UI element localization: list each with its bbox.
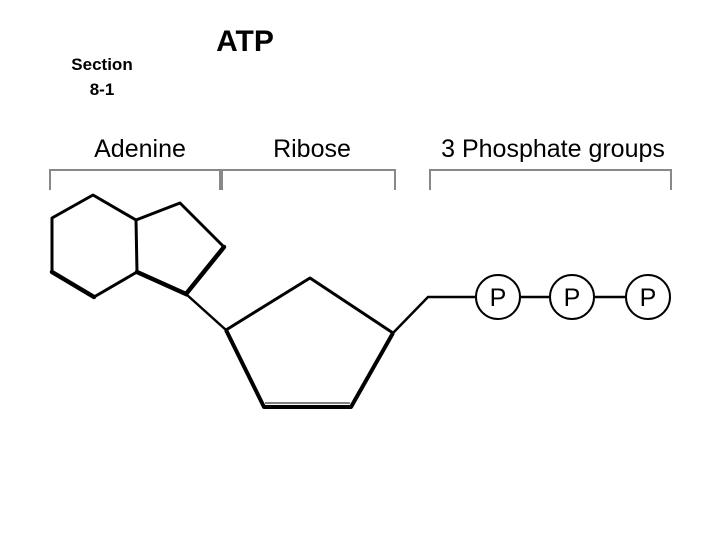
adenine-label: Adenine xyxy=(94,135,186,163)
section-label-line2: 8-1 xyxy=(89,80,115,99)
ribose-bracket xyxy=(221,169,396,190)
section-label: Section 8-1 xyxy=(52,52,152,102)
ribose-phosphate-bond xyxy=(392,295,476,334)
ribose-label: Ribose xyxy=(273,135,351,163)
phosphate-groups-label: 3 Phosphate groups xyxy=(441,135,665,163)
ribose-structure xyxy=(224,276,395,409)
phosphate-symbol-3: P xyxy=(640,284,657,312)
phosphate-symbol-2: P xyxy=(564,284,581,312)
ribose-pentagon xyxy=(224,276,395,409)
phosphate-symbol-1: P xyxy=(490,284,507,312)
adenine-ribose-bond xyxy=(185,293,227,331)
ribose-bold-edges xyxy=(224,329,395,409)
adenine-structure xyxy=(49,193,227,300)
section-label-line1: Section xyxy=(71,55,133,74)
phosphate-chain: P P P xyxy=(475,274,671,320)
diagram-title: ATP xyxy=(216,25,274,58)
adenine-bracket xyxy=(49,169,221,190)
adenine-pentagon xyxy=(135,201,226,296)
phosphate-bracket xyxy=(429,169,672,190)
phosphate-circle-3 xyxy=(625,274,671,320)
